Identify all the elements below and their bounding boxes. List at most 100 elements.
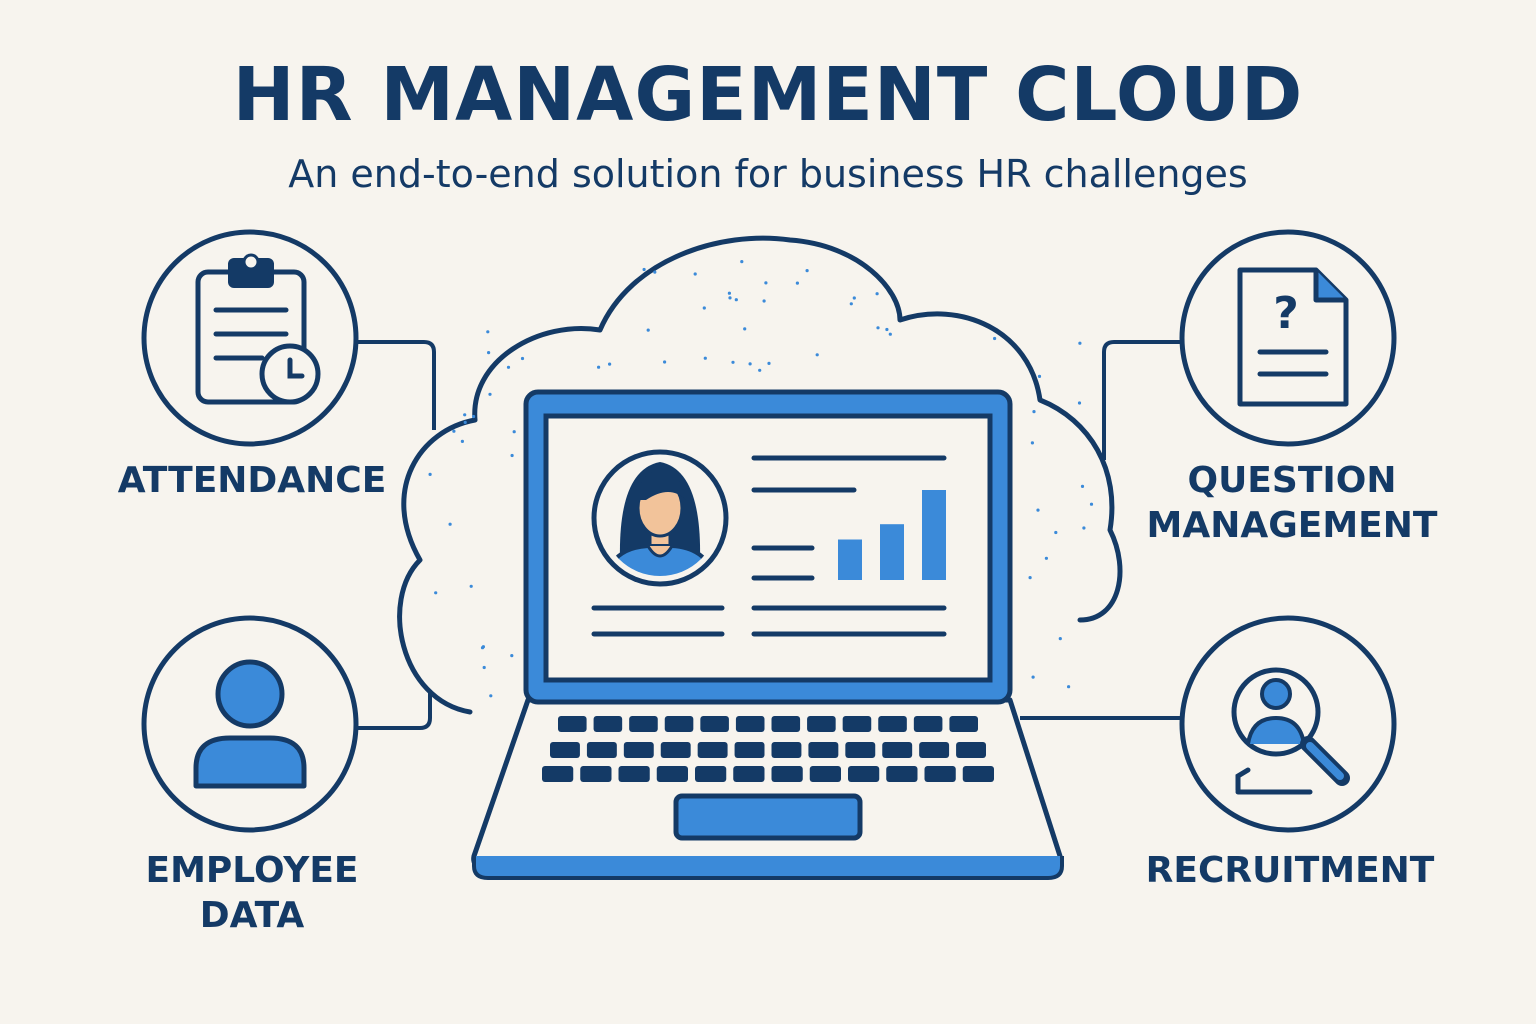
attendance-module <box>141 229 359 447</box>
cloud-dot <box>767 361 771 365</box>
cloud-dot <box>1032 410 1036 414</box>
cloud-dot <box>703 356 707 360</box>
cloud-dot <box>693 272 697 276</box>
cloud-dot <box>1030 441 1034 445</box>
cloud-dot <box>748 362 752 366</box>
cloud-dot <box>885 327 889 332</box>
keyboard-key <box>558 716 587 732</box>
cloud-dot <box>1031 675 1035 679</box>
cloud-dot <box>506 365 511 369</box>
cloud-dot <box>1077 401 1082 405</box>
keyboard-key <box>593 716 623 732</box>
keyboard-key <box>580 766 612 782</box>
cloud-dot <box>795 281 800 285</box>
keyboard-key <box>919 742 950 758</box>
cloud-dot <box>608 362 612 366</box>
cloud-dot <box>1028 576 1032 580</box>
cloud-dot <box>740 260 744 264</box>
cloud-dot <box>1080 484 1085 488</box>
cloud-dot <box>888 332 892 336</box>
keyboard-key <box>845 742 876 758</box>
employee-avatar <box>591 449 729 587</box>
cloud-dot <box>815 353 819 357</box>
cloud-dot <box>428 472 432 476</box>
keyboard-key <box>807 716 836 732</box>
cloud-dot <box>875 292 879 296</box>
keyboard-key <box>697 742 728 758</box>
page-subtitle: An end-to-end solution for business HR c… <box>288 152 1248 196</box>
question-module: ? <box>1179 229 1397 447</box>
cloud-dot <box>489 694 493 698</box>
keyboard-key <box>734 742 765 758</box>
screen-chart-bar <box>922 490 946 580</box>
cloud-dot <box>805 269 809 273</box>
recruitment-label: RECRUITMENT <box>1145 850 1435 891</box>
svg-text:?: ? <box>1273 288 1299 339</box>
cloud-dot <box>597 365 601 369</box>
keyboard-key <box>623 742 654 758</box>
cloud-dot <box>1082 526 1086 530</box>
person-search-icon <box>1231 667 1350 795</box>
keyboard-key <box>949 716 978 732</box>
question-document-icon: ? <box>1237 267 1349 407</box>
keyboard-key <box>962 766 994 782</box>
cloud-dot <box>1054 530 1058 535</box>
keyboard-key <box>660 742 691 758</box>
cloud-dot <box>434 591 438 595</box>
cloud-dot <box>1058 637 1062 641</box>
cloud-dot <box>731 360 735 364</box>
keyboard-key <box>913 716 943 732</box>
cloud-dot <box>1044 556 1048 560</box>
person-icon <box>193 659 307 789</box>
cloud-dot <box>646 328 650 332</box>
keyboard-key <box>656 766 688 782</box>
cloud-dot <box>448 522 452 526</box>
keyboard-key <box>848 766 880 782</box>
cloud-dot <box>480 646 485 650</box>
touchpad <box>673 793 863 841</box>
keyboard-key <box>700 716 729 732</box>
keyboard <box>542 716 994 782</box>
cloud-dot <box>463 420 467 424</box>
cloud-dot <box>510 453 514 458</box>
employee-data-label: EMPLOYEE DATA <box>145 850 359 936</box>
cloud-dot <box>762 299 766 303</box>
keyboard-key <box>842 716 872 732</box>
keyboard-key <box>664 716 694 732</box>
keyboard-key <box>586 742 617 758</box>
attendance-label: ATTENDANCE <box>117 460 387 501</box>
cloud-dot <box>728 296 732 300</box>
cloud-dot <box>1089 502 1094 506</box>
cloud-dot <box>1078 341 1082 345</box>
cloud-dot <box>1067 685 1071 689</box>
cloud-dot <box>487 351 491 355</box>
employee-module <box>141 615 359 833</box>
question-management-label: QUESTION MANAGEMENT <box>1146 460 1438 546</box>
keyboard-key <box>695 766 727 782</box>
connector-lines <box>356 340 1180 730</box>
keyboard-key <box>629 716 658 732</box>
keyboard-key <box>886 766 918 782</box>
cloud-dot <box>452 429 456 433</box>
cloud-dot <box>993 336 997 341</box>
page-title: HR MANAGEMENT CLOUD <box>232 52 1304 138</box>
keyboard-key <box>771 742 802 758</box>
screen-chart-bar <box>838 539 862 580</box>
cloud-dot <box>727 291 732 295</box>
cloud-dot <box>758 368 762 372</box>
keyboard-key <box>771 766 803 782</box>
cloud-dot <box>482 665 486 670</box>
keyboard-key <box>735 716 765 732</box>
keyboard-key <box>550 742 580 758</box>
cloud-dot <box>488 392 492 396</box>
cloud-dot <box>510 654 514 658</box>
recruitment-module <box>1179 615 1397 833</box>
screen-text-lines <box>591 455 947 637</box>
cloud-dot <box>512 430 516 434</box>
cloud-dot <box>764 281 768 285</box>
cloud-dot <box>486 330 490 334</box>
keyboard-key <box>809 766 841 782</box>
cloud-dot <box>1037 374 1042 378</box>
keyboard-key <box>733 766 765 782</box>
keyboard-key <box>542 766 574 782</box>
